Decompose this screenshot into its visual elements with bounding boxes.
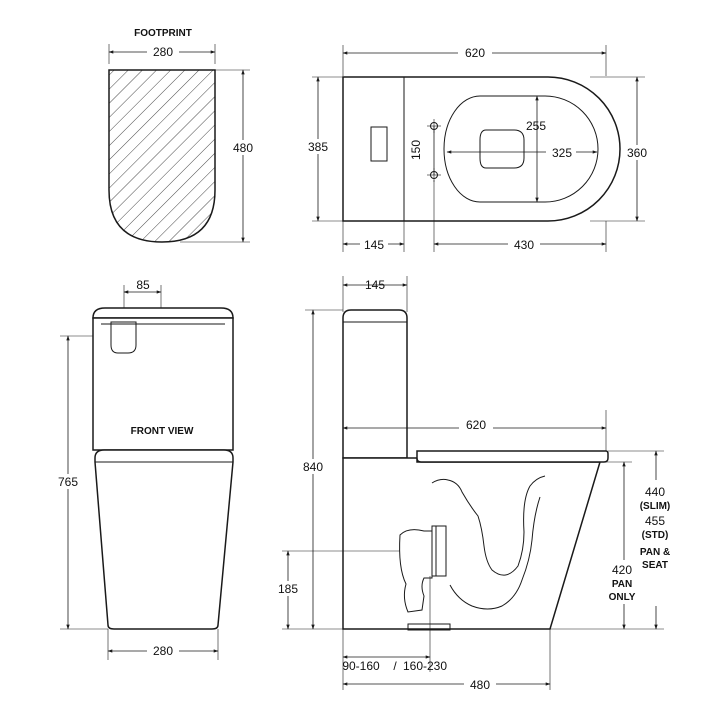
side-slim-note: (SLIM) [640,501,671,512]
label-mask [147,643,179,657]
label-mask [303,139,333,154]
front-pan-body [94,449,234,630]
plan-bowl-depth-label: 360 [627,146,647,160]
label-mask [297,459,329,474]
label-mask [546,145,576,159]
side-pan-only-label-2: ONLY [609,592,636,603]
side-seat-length-label: 620 [466,418,486,432]
label-mask [464,677,496,691]
front-view: 85 FRONT VIEW 765 280 [52,278,234,660]
side-std-note: (STD) [642,530,669,541]
side-pan-seat-label-2: SEAT [642,560,668,571]
front-handle-offset-label: 85 [136,278,150,292]
side-setout-separator: / [393,659,397,673]
plan-seat-length-label: 255 [526,119,546,133]
side-trapway-lower [449,496,541,610]
label-mask [508,237,540,251]
side-waste-outlet [399,529,433,613]
front-base-width-label: 280 [153,644,173,658]
side-waste-height-label: 185 [278,582,298,596]
side-std-height-label: 455 [645,514,665,528]
plan-seat-outer [443,95,599,203]
side-trapway-upper [431,475,546,576]
plan-bowl-opening [479,129,525,169]
side-depth-label: 480 [470,678,490,692]
side-pan-body [342,457,602,630]
footprint-width-label: 280 [153,45,173,59]
label-mask [621,145,653,160]
side-slim-height-label: 440 [645,485,665,499]
side-pan-only-height-label: 420 [612,563,632,577]
footprint-title: FOOTPRINT [134,28,192,39]
footprint-view: FOOTPRINT 280 480 [108,28,259,243]
plan-fixing-spacing-label: 150 [409,140,423,160]
plan-view: 620 150 255 325 385 [303,45,653,252]
plan-body-outline [342,76,621,222]
side-floor-waste-connector [407,623,451,631]
side-cistern-body [342,309,408,459]
plan-flush-button [370,126,388,162]
label-mask [458,45,492,59]
front-height-label: 765 [58,475,78,489]
side-seat [416,450,609,463]
side-setout-b-label: 160-230 [403,659,447,673]
plan-cistern-depth-label: 385 [308,140,328,154]
side-cistern-width-label: 145 [365,278,385,292]
plan-fixing-to-front-label: 430 [514,238,534,252]
label-mask [272,581,304,596]
plan-cistern-width-label: 145 [364,238,384,252]
front-view-title: FRONT VIEW [131,426,194,437]
label-mask [229,140,259,155]
front-cistern-lid [92,307,234,319]
side-overall-height-label: 840 [303,460,323,474]
plan-seat-width-label: 325 [552,146,572,160]
side-pan-only-label: PAN [612,579,632,590]
side-outlet-flange [431,525,447,577]
plan-overall-width-label: 620 [465,46,485,60]
label-mask [360,237,388,251]
label-mask [147,44,179,58]
label-mask [459,417,493,431]
footprint-shape [108,69,216,243]
side-view: 145 620 840 185 [272,276,670,692]
label-mask [52,474,84,489]
side-pan-seat-label: PAN & [640,547,670,558]
front-flush-button [110,321,137,354]
side-setout-a-label: 90-160 [342,659,380,673]
front-cistern-body [92,317,234,451]
footprint-depth-label: 480 [233,141,253,155]
